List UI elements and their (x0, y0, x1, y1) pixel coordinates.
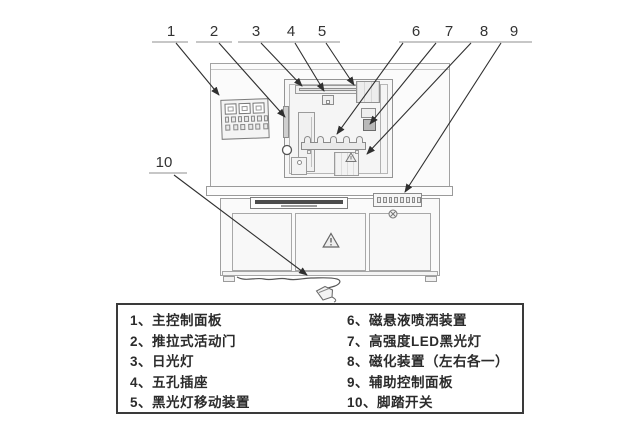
cabinet-door-middle (295, 213, 366, 271)
cabinet-door-left (232, 213, 292, 271)
legend-column-right: 6、磁悬液喷洒装置 7、高强度LED黑光灯 8、磁化装置（左右各一） 9、辅助控… (347, 311, 522, 412)
legend-item: 4、五孔插座 (130, 374, 209, 390)
five-hole-socket (322, 95, 334, 105)
cabinet-foot (223, 276, 235, 282)
legend-item: 8、磁化装置（左右各一） (347, 354, 510, 370)
legend-item: 3、日光灯 (130, 354, 195, 370)
nameplate-subtext-bar (281, 205, 317, 207)
meter-display (238, 102, 251, 115)
cabinet-foot (425, 276, 437, 282)
shaft-support (307, 150, 311, 154)
callout-7: 7 (444, 23, 454, 40)
magnetizing-device (334, 152, 359, 176)
spray-device (361, 108, 376, 118)
blacklight-moving-device (356, 81, 380, 103)
lamp-tube (299, 88, 357, 91)
foot-switch (315, 285, 337, 303)
shaft-support (355, 150, 359, 154)
legend-item: 10、脚踏开关 (347, 395, 434, 411)
socket-notch (326, 100, 330, 104)
chamber-right-divider (380, 84, 381, 174)
meter-display (252, 102, 265, 114)
legend-item: 2、推拉式活动门 (130, 333, 237, 349)
cabinet-bottom-rail (222, 271, 438, 276)
legend-item: 5、黑光灯移动装置 (130, 395, 251, 411)
cam-lobe (317, 136, 324, 143)
legend-item: 7、高强度LED黑光灯 (347, 333, 482, 349)
callout-3: 3 (251, 23, 261, 40)
auxiliary-control-panel (373, 193, 422, 207)
callout-5: 5 (317, 23, 327, 40)
nameplate (250, 197, 348, 209)
cabinet-door-right (369, 213, 431, 271)
panel-meter-row (221, 99, 267, 115)
callout-2: 2 (209, 23, 219, 40)
cam-lobe (330, 136, 337, 143)
callout-4: 4 (286, 23, 296, 40)
foot-switch-cable (236, 276, 341, 291)
sliding-door-rail (283, 106, 289, 138)
legend-box: 1、主控制面板 2、推拉式活动门 3、日光灯 4、五孔插座 5、黑光灯移动装置 … (116, 303, 524, 414)
fluorescent-lamp (295, 85, 363, 94)
camshaft-workpiece (301, 142, 366, 150)
cam-lobe (343, 136, 350, 143)
legend-column-left: 1、主控制面板 2、推拉式活动门 3、日光灯 4、五孔插座 5、黑光灯移动装置 (130, 311, 347, 412)
panel-button-row (222, 113, 269, 123)
legend-item: 6、磁悬液喷洒装置 (347, 313, 468, 328)
main-control-panel (220, 98, 270, 140)
led-blacklight (363, 119, 376, 131)
panel-button-row (222, 121, 269, 131)
callout-8: 8 (479, 23, 489, 40)
callout-6: 6 (411, 23, 421, 40)
callout-10: 10 (155, 154, 173, 171)
callout-1: 1 (166, 23, 176, 40)
callout-9: 9 (509, 23, 519, 40)
pump-port (296, 160, 302, 165)
cam-lobe (304, 136, 311, 143)
cabinet-top-line (211, 69, 449, 70)
cam-lobe (356, 136, 363, 143)
legend-item: 9、辅助控制面板 (347, 374, 454, 390)
legend-item: 1、主控制面板 (130, 313, 223, 328)
nameplate-text-bar (255, 200, 343, 204)
pump-box (291, 157, 307, 175)
meter-display (224, 103, 237, 115)
